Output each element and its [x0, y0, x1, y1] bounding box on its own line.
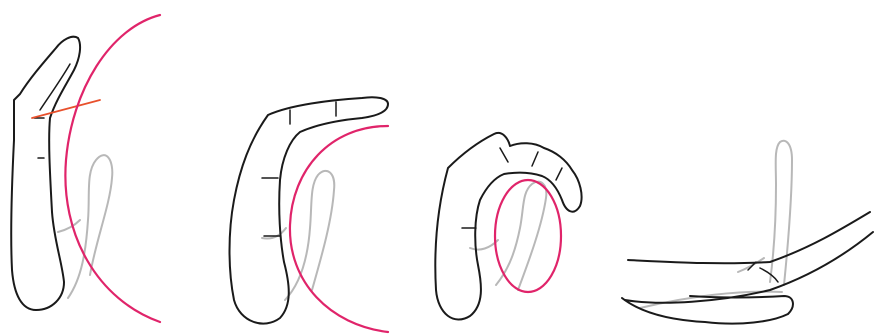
hidden-finger-crease [738, 258, 764, 272]
hidden-thumb-crease [470, 240, 498, 250]
thumb-crease [760, 268, 778, 282]
knuckle-guide-line [32, 100, 100, 118]
hidden-thumb-outline [285, 171, 334, 300]
panel-hand-flat-side [622, 141, 873, 324]
hidden-thumb-crease [58, 220, 80, 232]
panel-hand-half-curl [230, 97, 389, 332]
curl-guide-arc [290, 126, 388, 332]
hand-upper-edge [628, 212, 870, 263]
knuckle-crease-3 [556, 168, 562, 180]
hidden-thumb-crease [262, 228, 286, 239]
fist-guide-ellipse [495, 180, 561, 292]
panel-hand-open [11, 15, 160, 322]
hidden-finger-outline [770, 141, 792, 285]
knuckle-crease-2 [532, 152, 538, 166]
knuckle-crease-1 [500, 148, 508, 162]
hidden-thumb-outline [68, 155, 112, 298]
finger-outline [11, 37, 80, 310]
panel-hand-fist [435, 133, 581, 320]
